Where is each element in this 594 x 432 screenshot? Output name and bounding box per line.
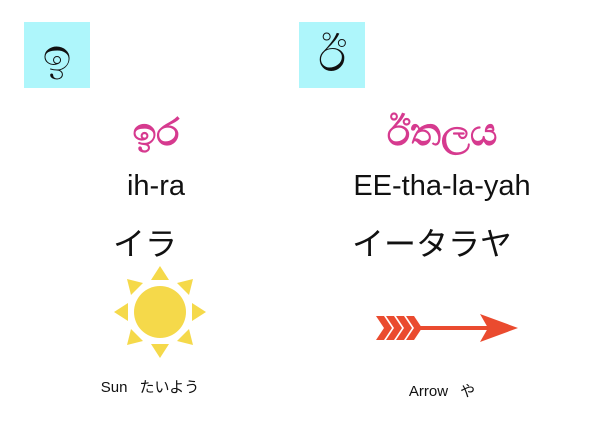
caption-japanese: や bbox=[460, 383, 476, 400]
romanization: ih-ra bbox=[126, 170, 185, 202]
katakana-reading: イータラヤ bbox=[351, 225, 512, 263]
sun-icon bbox=[114, 266, 206, 358]
katakana-reading: イラ bbox=[112, 225, 177, 263]
romanization: EE-tha-la-yah bbox=[353, 170, 531, 202]
arrow-icon bbox=[376, 314, 518, 342]
caption: Arrow や bbox=[290, 380, 594, 404]
sinhala-word: ඉර bbox=[132, 110, 180, 154]
caption-english: Arrow bbox=[408, 383, 449, 400]
letter-card-ii: ඊ ඊතලය EE-tha-la-yah イータラヤ Arrow や bbox=[290, 0, 594, 432]
letter-card-i: ඉ ඉර ih-ra イラ Sun たいよう bbox=[0, 22, 300, 400]
sun-picture bbox=[0, 264, 300, 360]
sinhala-word: ඊතලය bbox=[386, 110, 498, 154]
arrow-picture bbox=[290, 264, 594, 360]
letter-tile: ඊ bbox=[299, 22, 365, 88]
caption-english: Sun bbox=[100, 379, 128, 396]
letter-tile: ඉ bbox=[24, 22, 90, 88]
caption: Sun たいよう bbox=[0, 376, 300, 400]
caption-japanese: たいよう bbox=[139, 379, 200, 396]
